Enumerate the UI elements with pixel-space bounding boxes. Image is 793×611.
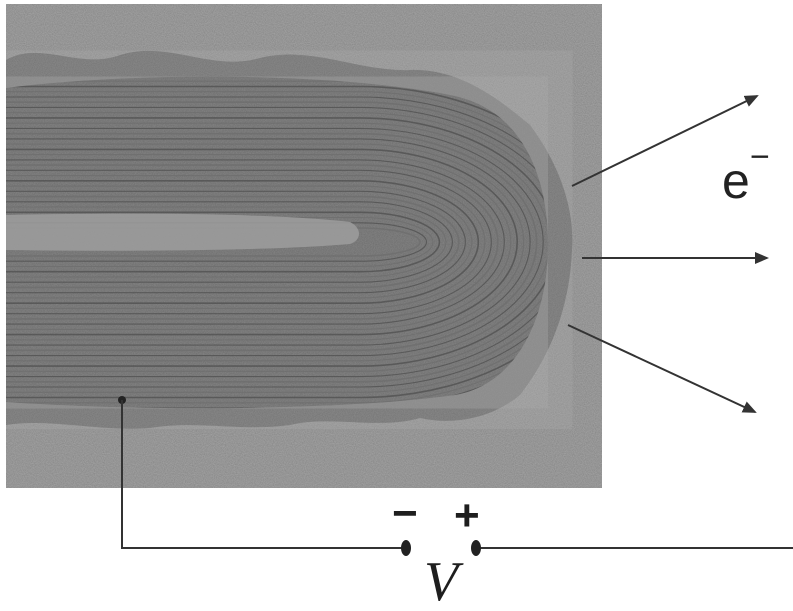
electron-label: e xyxy=(722,153,750,209)
electron-charge-superscript: − xyxy=(750,138,770,176)
positive-sign: + xyxy=(454,491,480,540)
voltage-label: V xyxy=(424,551,464,611)
micrograph-panel xyxy=(6,4,608,488)
inner-channel xyxy=(6,214,359,251)
negative-sign: − xyxy=(392,489,418,538)
positive-terminal-dot xyxy=(471,540,481,556)
negative-terminal-dot xyxy=(401,540,411,556)
